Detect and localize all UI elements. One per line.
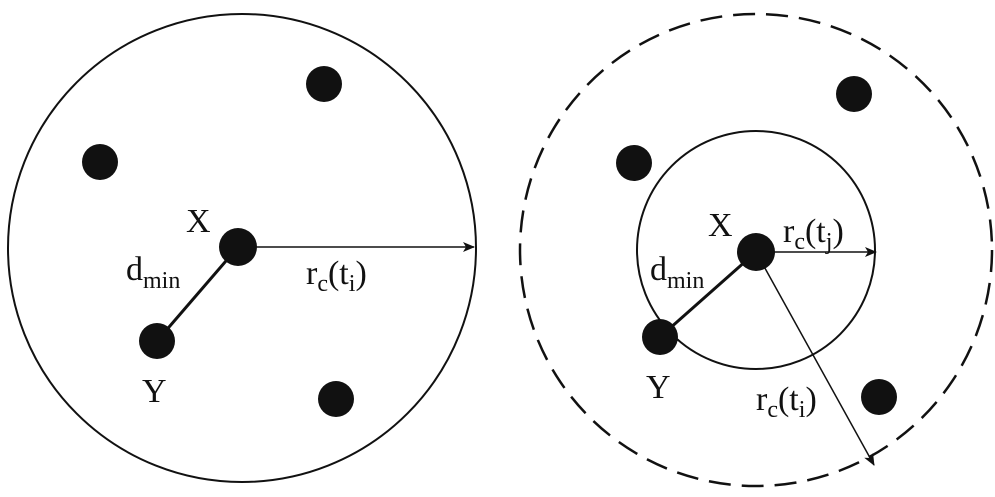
right-dmin-label: dmin — [650, 251, 704, 294]
right-point-y — [642, 319, 678, 355]
left-point-bottom-right — [318, 381, 354, 417]
right-outer-radius-arrow — [755, 251, 875, 466]
right-panel: X Y dmin rc(tj) rc(ti) — [518, 12, 994, 488]
right-inner-radius-open: (t — [805, 213, 826, 250]
left-point-x-label: X — [186, 203, 211, 240]
right-inner-radius-sub: c — [794, 229, 805, 255]
right-dmin-main: d — [650, 251, 667, 288]
right-point-top-right — [836, 76, 872, 112]
right-outer-radius-open: (t — [778, 381, 799, 418]
left-radius-main: r — [306, 255, 318, 292]
left-radius-label: rc(ti) — [306, 255, 367, 297]
left-radius-index: i — [349, 271, 356, 297]
right-point-y-label: Y — [646, 369, 671, 406]
right-inner-radius-label: rc(tj) — [783, 213, 844, 255]
right-point-x-label: X — [708, 207, 733, 244]
left-radius-close: ) — [355, 255, 366, 292]
right-outer-radius-index: i — [799, 397, 806, 423]
right-inner-radius-main: r — [783, 213, 795, 250]
left-dmin-main: d — [126, 251, 143, 288]
right-dmin-sub: min — [667, 268, 704, 294]
right-point-x — [737, 233, 775, 271]
left-point-y — [139, 323, 175, 359]
right-outer-dashed-circle — [518, 12, 994, 488]
right-inner-radius-index: j — [825, 229, 833, 255]
right-inner-radius-close: ) — [832, 213, 843, 250]
left-dmin-sub: min — [143, 268, 180, 294]
left-point-upper-left — [82, 144, 118, 180]
right-outer-radius-close: ) — [805, 381, 816, 418]
left-dmin-label: dmin — [126, 251, 180, 294]
right-point-upper-left — [616, 145, 652, 181]
left-neighborhood-circle — [7, 13, 477, 483]
left-panel: X Y dmin rc(ti) — [7, 13, 477, 483]
right-outer-radius-main: r — [756, 381, 768, 418]
right-point-bottom-right — [861, 379, 897, 415]
right-outer-radius-label: rc(ti) — [756, 381, 817, 423]
right-outer-radius-sub: c — [767, 397, 778, 423]
left-point-y-label: Y — [142, 373, 167, 410]
right-dmin-segment — [659, 250, 757, 339]
left-point-top-right — [306, 66, 342, 102]
left-radius-open: (t — [328, 255, 349, 292]
left-radius-sub: c — [317, 271, 328, 297]
left-point-x — [219, 228, 257, 266]
left-dmin-segment — [155, 246, 240, 342]
